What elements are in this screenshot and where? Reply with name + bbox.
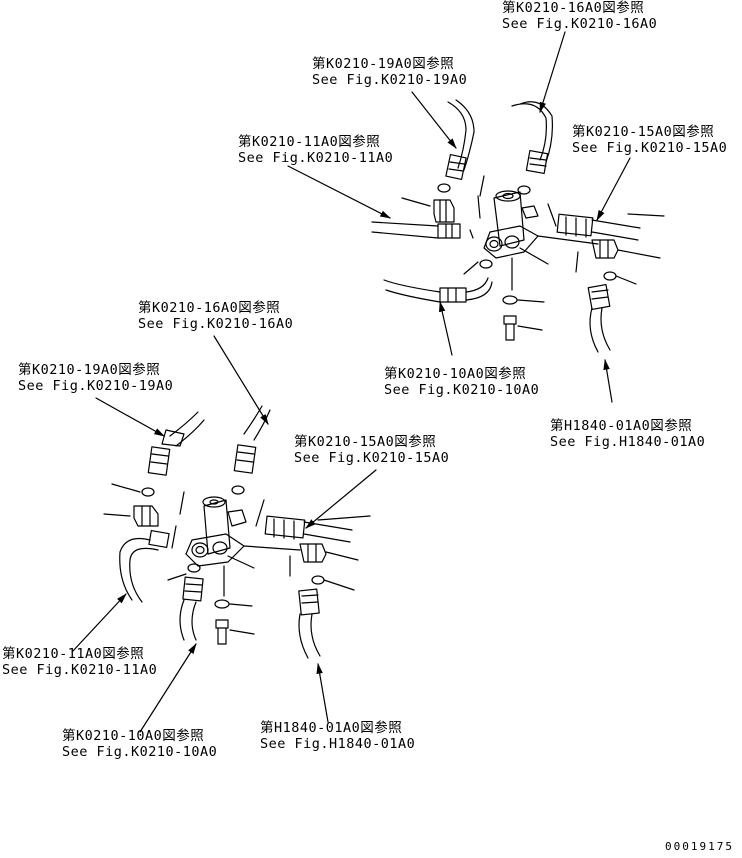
reference-label-lower-h1840: 第H1840-01A0図参照 See Fig.H1840-01A0: [260, 720, 416, 752]
o-ring: [437, 183, 451, 193]
hose: [169, 411, 205, 447]
hose: [243, 405, 271, 441]
o-ring: [141, 487, 155, 497]
hose: [511, 101, 553, 163]
leader-arrow: [603, 358, 613, 403]
reference-label-lower-19: 第K0210-19A0図参照 See Fig.K0210-19A0: [18, 362, 174, 394]
port: [212, 541, 228, 555]
valve-block: [185, 533, 245, 567]
fitting: [264, 515, 306, 539]
fitting: [556, 213, 594, 237]
fitting: [147, 446, 171, 476]
leader-arrow: [95, 397, 165, 437]
reference-label-upper-16: 第K0210-16A0図参照 See Fig.K0210-16A0: [502, 0, 658, 32]
leader-arrow: [287, 165, 391, 219]
o-ring: [231, 485, 245, 495]
reference-label-upper-15: 第K0210-15A0図参照 See Fig.K0210-15A0: [572, 124, 728, 156]
leader-arrow: [596, 157, 631, 221]
hose: [179, 599, 197, 641]
hose: [298, 613, 321, 659]
hose: [383, 279, 441, 303]
hose: [303, 521, 353, 543]
leader-arrow: [71, 593, 127, 653]
reference-label-upper-19: 第K0210-19A0図参照 See Fig.K0210-19A0: [312, 56, 468, 88]
o-ring: [311, 575, 325, 585]
reference-label-upper-10: 第K0210-10A0図参照 See Fig.K0210-10A0: [384, 366, 540, 398]
document-number: 00019175: [665, 840, 734, 853]
fitting: [298, 588, 320, 616]
washer: [214, 599, 230, 609]
upper-assembly: [287, 31, 665, 403]
leader-arrow: [305, 469, 377, 529]
valve-block: [483, 225, 539, 259]
hose: [119, 537, 159, 603]
fitting: [439, 287, 467, 303]
o-ring: [187, 563, 201, 573]
port: [191, 542, 209, 558]
o-ring: [479, 259, 493, 269]
fitting: [233, 444, 257, 474]
reference-label-lower-10: 第K0210-10A0図参照 See Fig.K0210-10A0: [62, 728, 218, 760]
hose: [589, 307, 611, 353]
elbow-fitting: [299, 543, 327, 563]
fitting: [445, 153, 467, 181]
leader-arrow: [539, 31, 566, 114]
hose: [371, 221, 439, 239]
leader-arrow: [438, 300, 453, 356]
reference-label-lower-16: 第K0210-16A0図参照 See Fig.K0210-16A0: [138, 300, 294, 332]
fitting: [148, 529, 170, 549]
elbow-fitting: [133, 505, 159, 527]
reference-label-lower-11: 第K0210-11A0図参照 See Fig.K0210-11A0: [2, 646, 158, 678]
leader-arrow: [316, 662, 329, 723]
fitting: [437, 223, 461, 239]
leader-arrow: [213, 335, 269, 425]
port: [504, 235, 520, 249]
reference-label-lower-15: 第K0210-15A0図参照 See Fig.K0210-15A0: [294, 434, 450, 466]
elbow-fitting: [591, 239, 619, 259]
reference-label-upper-11: 第K0210-11A0図参照 See Fig.K0210-11A0: [238, 134, 394, 166]
port: [485, 236, 503, 252]
o-ring: [603, 271, 617, 281]
hose: [447, 99, 475, 171]
fitting: [525, 149, 549, 175]
fitting: [587, 284, 611, 310]
fitting: [182, 576, 204, 602]
bolt: [215, 619, 229, 645]
leader-arrow: [411, 91, 457, 149]
reference-label-upper-h1840: 第H1840-01A0図参照 See Fig.H1840-01A0: [550, 418, 706, 450]
o-ring: [517, 185, 531, 195]
hose: [591, 219, 641, 241]
bolt: [503, 315, 517, 341]
elbow-fitting: [433, 199, 455, 223]
leader-arrow: [139, 643, 197, 733]
washer: [502, 295, 518, 305]
lower-assembly: [71, 335, 377, 733]
